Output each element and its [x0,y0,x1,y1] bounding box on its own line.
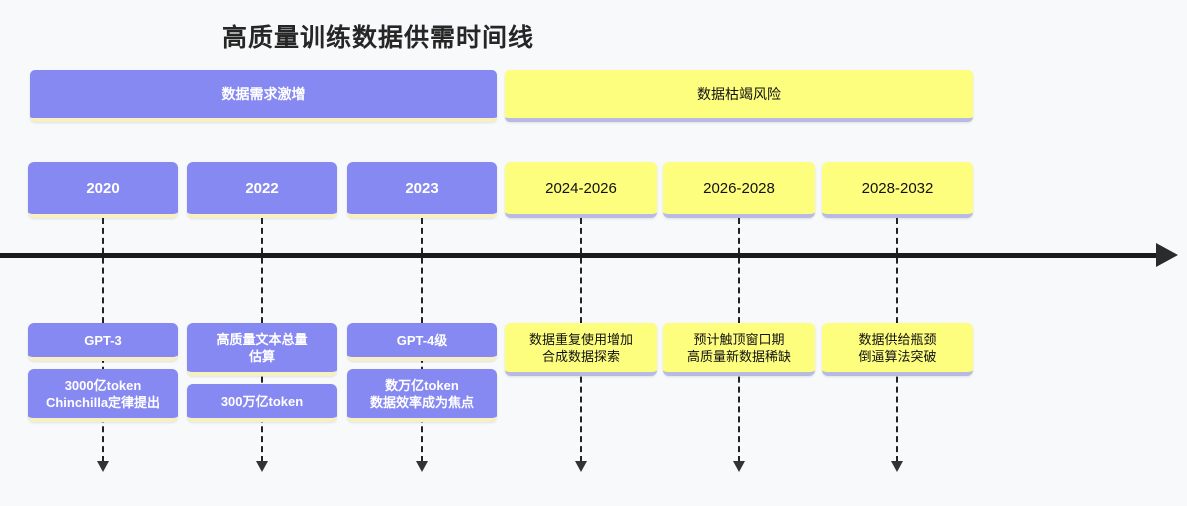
year-box: 2024-2026 [505,162,657,218]
event-box: GPT-4级 [347,323,497,361]
down-arrow-icon [575,461,587,472]
event-column: 高质量文本总量 估算 300万亿token [187,323,337,422]
down-arrow-icon [256,461,268,472]
event-box: 数据重复使用增加 合成数据探索 [505,323,657,376]
event-box: 3000亿token Chinchilla定律提出 [28,369,178,422]
event-box: 数据供给瓶颈 倒逼算法突破 [822,323,973,376]
down-arrow-icon [891,461,903,472]
down-arrow-icon [97,461,109,472]
event-column: 数据供给瓶颈 倒逼算法突破 [822,323,973,376]
event-box: 预计触顶窗口期 高质量新数据稀缺 [663,323,815,376]
event-column: GPT-4级 数万亿token 数据效率成为焦点 [347,323,497,422]
down-arrow-icon [733,461,745,472]
event-column: 预计触顶窗口期 高质量新数据稀缺 [663,323,815,376]
year-box: 2023 [347,162,497,218]
event-column: GPT-3 3000亿token Chinchilla定律提出 [28,323,178,422]
event-box: GPT-3 [28,323,178,361]
phase-band-risk-label: 数据枯竭风险 [697,86,781,102]
event-box: 高质量文本总量 估算 [187,323,337,376]
event-box: 300万亿token [187,384,337,422]
year-box: 2028-2032 [822,162,973,218]
axis-arrow-icon [1156,243,1178,267]
phase-band-demand: 数据需求激增 [30,70,497,122]
timeline-axis [0,253,1158,258]
year-label: 2026-2028 [703,179,775,197]
year-label: 2028-2032 [861,179,934,197]
year-label: 2024-2026 [545,179,617,197]
event-column: 数据重复使用增加 合成数据探索 [505,323,657,376]
year-box: 2026-2028 [663,162,815,218]
phase-band-demand-label: 数据需求激增 [221,86,306,102]
year-label: 2022 [245,179,279,197]
down-arrow-icon [416,461,428,472]
year-box: 2020 [28,162,178,218]
event-box: 数万亿token 数据效率成为焦点 [347,369,497,422]
year-label: 2023 [405,179,439,197]
phase-band-risk: 数据枯竭风险 [505,70,973,122]
year-label: 2020 [86,179,120,197]
page-title: 高质量训练数据供需时间线 [222,24,535,52]
year-box: 2022 [187,162,337,218]
